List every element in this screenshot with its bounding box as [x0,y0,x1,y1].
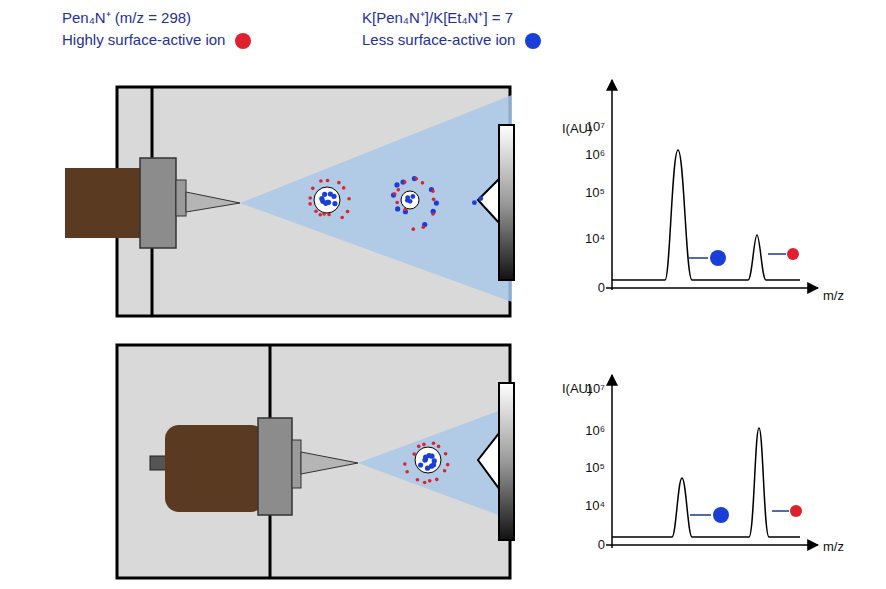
top-source-chamber [65,87,514,316]
axis-label: 10⁷ [586,382,605,396]
axis-label: 10⁵ [585,461,605,475]
header-label: Pen₄N⁺ (m/z = 298) [62,10,191,27]
legend-swatch [525,33,541,49]
axis-label: 10⁷ [586,120,605,134]
axis-label: m/z [823,540,844,554]
axis-label: 10⁴ [585,499,605,513]
header-label: K[Pen₄N⁺]/K[Et₄N⁺] = 7 [362,10,513,27]
legend-swatch [235,33,251,49]
spectrum-bottom [606,375,818,548]
spectrum-top [606,80,818,290]
axis-label: 10⁶ [585,424,605,438]
bottom-source-chamber [117,345,514,578]
ion-dots [308,176,483,484]
legend-text: Less surface-active ion [362,32,515,49]
axis-label: 0 [598,281,605,295]
axis-label: m/z [823,289,844,303]
axis-label: 10⁴ [585,232,605,246]
axis-label: 10⁵ [585,186,605,200]
axis-label: 10⁶ [585,148,605,162]
axis-label: 0 [598,538,605,552]
legend-text: Highly surface-active ion [62,32,225,49]
